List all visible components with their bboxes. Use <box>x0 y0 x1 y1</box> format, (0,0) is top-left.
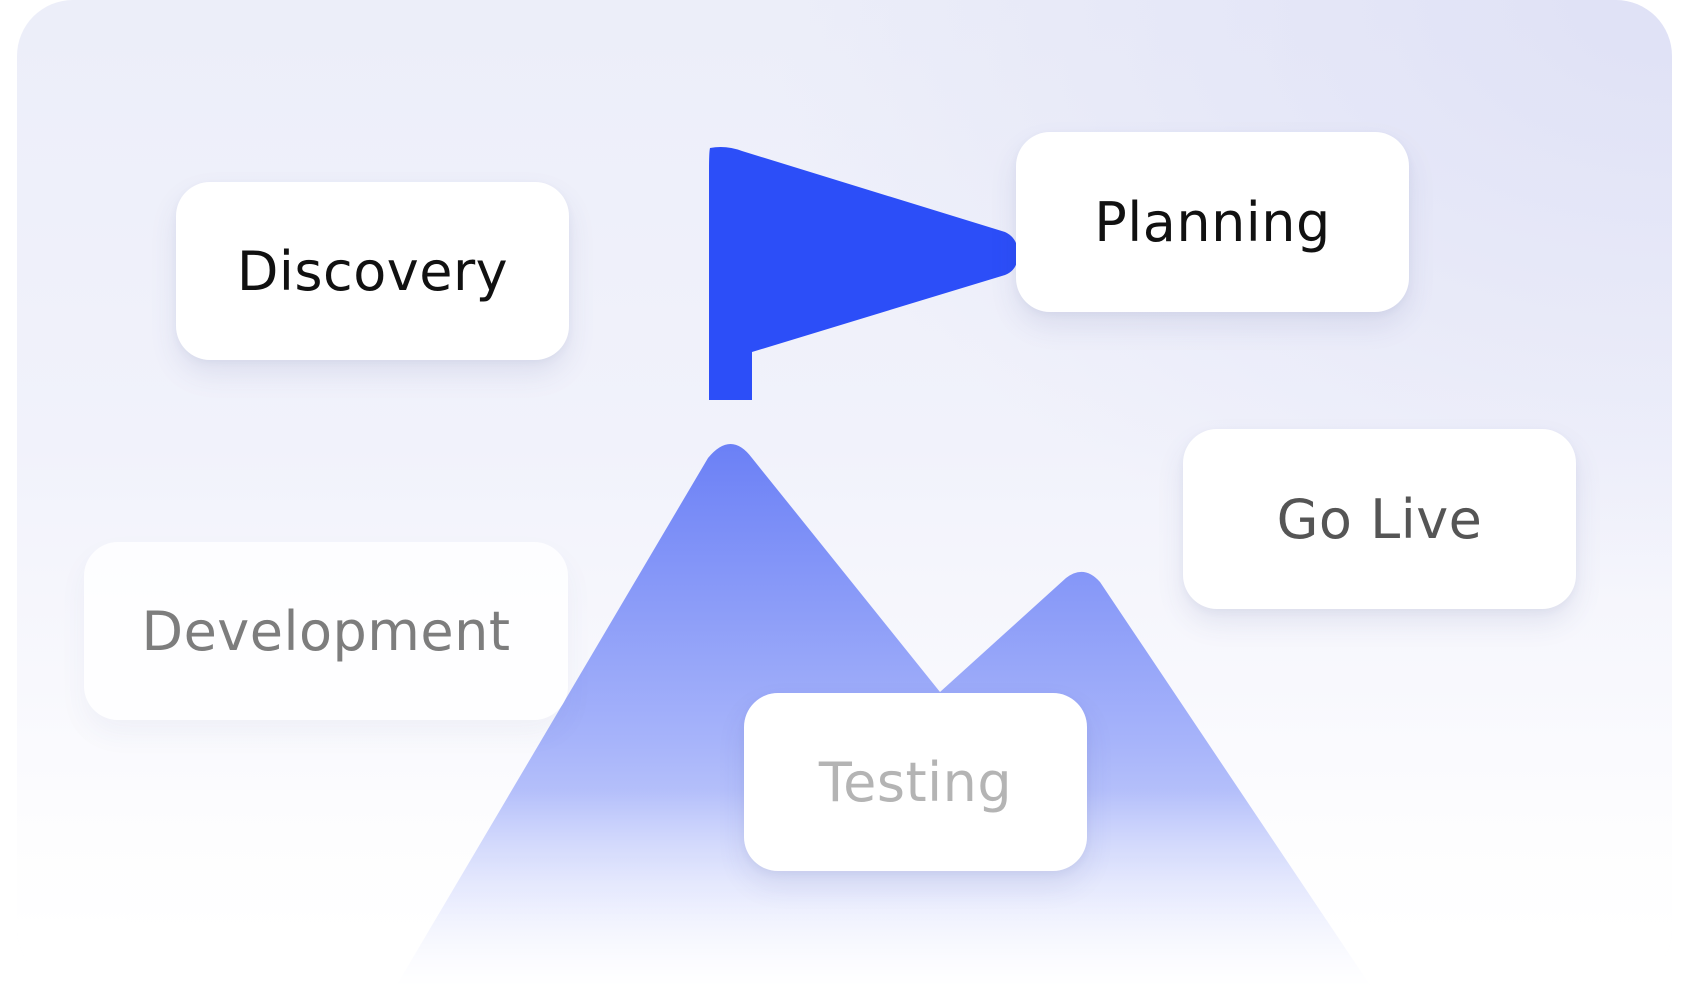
stage-label-testing: Testing <box>818 750 1013 814</box>
stage-card-planning[interactable]: Planning <box>1016 132 1409 312</box>
stage-label-golive: Go Live <box>1276 487 1483 551</box>
stage-card-testing[interactable]: Testing <box>744 693 1087 871</box>
stage-label-planning: Planning <box>1094 190 1331 254</box>
stage-label-discovery: Discovery <box>236 239 509 303</box>
stage-label-development: Development <box>141 599 511 663</box>
stage-card-golive[interactable]: Go Live <box>1183 429 1576 609</box>
flag-icon <box>709 147 1018 400</box>
stage-card-discovery[interactable]: Discovery <box>176 182 569 360</box>
stage-card-development[interactable]: Development <box>84 542 568 720</box>
